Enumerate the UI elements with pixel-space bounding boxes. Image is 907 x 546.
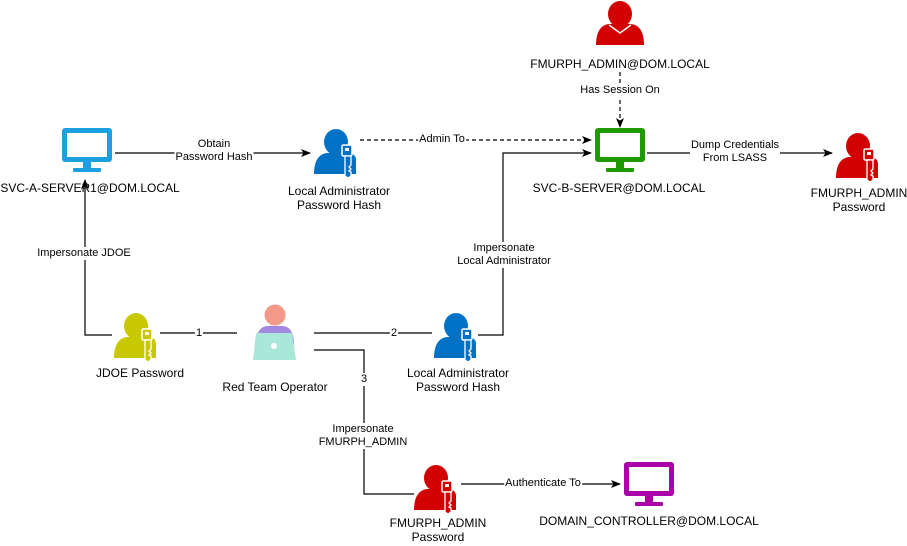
node-label-svc-b-server: SVC-B-SERVER@DOM.LOCAL — [532, 181, 706, 195]
edge-label-line: Impersonate — [332, 423, 394, 435]
edge-label-step-1: 1 — [194, 327, 204, 340]
node-label-line: Password — [411, 530, 465, 544]
user-icon[interactable] — [595, 0, 645, 46]
node-label-jdoe-password: JDOE Password — [95, 366, 185, 380]
node-label-fmurph-password-right: FMURPH_ADMIN Password — [811, 186, 907, 214]
edge-label-line: Password Hash — [175, 151, 253, 163]
node-label-fmurph-password-bottom: FMURPH_ADMIN Password — [390, 516, 487, 544]
node-label-local-admin-hash-top: Local Administrator Password Hash — [288, 184, 390, 212]
edge-label-line: From LSASS — [702, 152, 768, 164]
edge-impersonate-jdoe — [81, 179, 112, 336]
edge-label-dump-credentials: Dump Credentials From LSASS — [689, 139, 781, 165]
edge-label-step-3: 3 — [359, 373, 369, 386]
monitor-icon[interactable] — [62, 128, 112, 172]
edge-label-has-session-on: Has Session On — [579, 84, 661, 97]
node-label-line: FMURPH_ADMIN — [810, 186, 907, 200]
user-key-icon[interactable] — [413, 464, 457, 515]
node-label-red-team-operator: Red Team Operator — [222, 380, 328, 394]
edge-label-step-2: 2 — [389, 327, 399, 340]
user-key-icon[interactable] — [113, 312, 157, 363]
operator-laptop-icon[interactable] — [253, 304, 296, 361]
node-label-line: Password Hash — [415, 380, 501, 394]
node-label-local-admin-hash-bottom: Local Administrator Password Hash — [407, 366, 509, 394]
edge-label-line: Impersonate — [473, 242, 535, 254]
edge-label-line: Local Administrator — [457, 255, 551, 267]
monitor-icon[interactable] — [595, 128, 645, 172]
node-label-line: Password Hash — [296, 198, 382, 212]
node-label-line: Password — [832, 200, 886, 214]
node-label-domain-controller: DOMAIN_CONTROLLER@DOM.LOCAL — [539, 514, 759, 528]
edge-label-impersonate-jdoe: Impersonate JDOE — [36, 247, 132, 260]
edge-label-obtain-hash: Obtain Password Hash — [174, 138, 254, 164]
user-key-icon[interactable] — [433, 312, 477, 363]
node-label-fmurph-admin-user: FMURPH_ADMIN@DOM.LOCAL — [530, 57, 710, 71]
node-label-line: Local Administrator — [287, 184, 391, 198]
user-key-icon[interactable] — [835, 132, 879, 183]
node-label-svc-a-server: SVC-A-SERVER1@DOM.LOCAL — [0, 181, 180, 195]
edge-label-authenticate-to: Authenticate To — [504, 477, 582, 490]
user-key-icon[interactable] — [313, 128, 357, 179]
edge-label-admin-to: Admin To — [418, 133, 466, 146]
monitor-icon[interactable] — [624, 462, 674, 506]
edge-step-3 — [314, 349, 414, 495]
edge-label-impersonate-local-admin: Impersonate Local Administrator — [456, 242, 552, 268]
node-label-line: FMURPH_ADMIN — [389, 516, 487, 530]
edge-label-line: Dump Credentials — [690, 139, 780, 151]
edge-label-line: Obtain — [197, 138, 231, 150]
node-label-line: Local Administrator — [406, 366, 510, 380]
edge-label-impersonate-fmurph: Impersonate FMURPH_ADMIN — [317, 423, 409, 449]
edge-label-line: FMURPH_ADMIN — [318, 436, 408, 448]
